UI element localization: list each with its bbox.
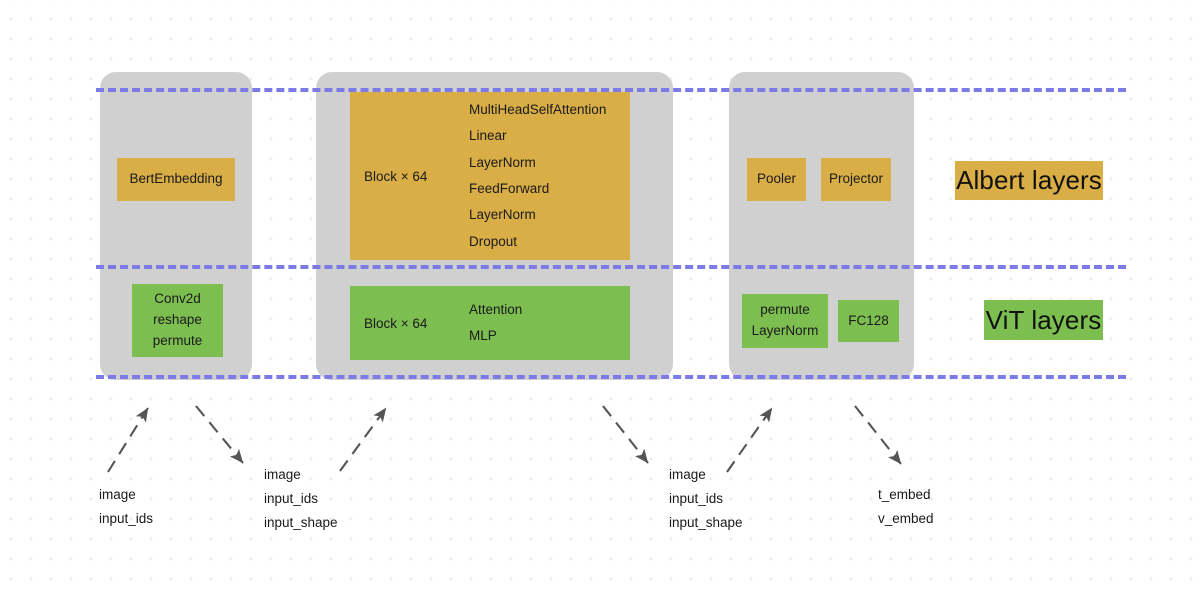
vit-block-box[interactable]: Block × 64 Attention MLP [350, 286, 630, 360]
band-separator-top [96, 88, 1126, 92]
albert-op: LayerNorm [469, 154, 536, 170]
albert-block-box[interactable]: Block × 64 MultiHeadSelfAttention Linear… [350, 92, 630, 260]
arrow-from-encoder-stage [602, 405, 649, 464]
albert-op: FeedForward [469, 181, 550, 196]
projector-box[interactable]: Projector [821, 158, 891, 201]
vit-block-op-list: Attention MLP [469, 299, 630, 348]
annotation-inputs-2: image input_ids input_shape [264, 467, 338, 531]
annotation-outputs: t_embed v_embed [878, 487, 934, 527]
albert-op: Dropout [469, 233, 518, 249]
arrow-to-encoder-stage [339, 407, 387, 472]
albert-op: MultiHeadSelfAttention [469, 102, 607, 118]
legend-albert-layers[interactable]: Albert layers [955, 161, 1103, 200]
annotation-inputs-3: image input_ids input_shape [669, 467, 743, 531]
albert-block-op-list: MultiHeadSelfAttention Linear LayerNorm … [469, 99, 630, 253]
albert-op: LayerNorm [469, 207, 536, 223]
conv2d-box[interactable]: Conv2d reshape permute [132, 284, 223, 357]
annotation-inputs-1: image input_ids [99, 487, 154, 527]
fc128-box[interactable]: FC128 [838, 300, 899, 342]
legend-vit-layers[interactable]: ViT layers [984, 300, 1103, 340]
vit-op: Attention [469, 301, 523, 317]
albert-block-label: Block × 64 [364, 168, 428, 184]
permute-layernorm-box[interactable]: permute LayerNorm [742, 294, 828, 348]
arrow-to-outputs [854, 405, 902, 465]
arrow-from-embedding-stage [195, 405, 244, 464]
arrow-to-embedding-stage [107, 407, 149, 473]
vit-op: MLP [469, 328, 497, 343]
albert-op: Linear [469, 128, 507, 144]
band-separator-bottom [96, 375, 1126, 379]
bert-embedding-box[interactable]: BertEmbedding [117, 158, 235, 201]
pooler-box[interactable]: Pooler [747, 158, 806, 201]
vit-block-label: Block × 64 [364, 315, 428, 331]
band-separator-middle [96, 265, 1126, 269]
